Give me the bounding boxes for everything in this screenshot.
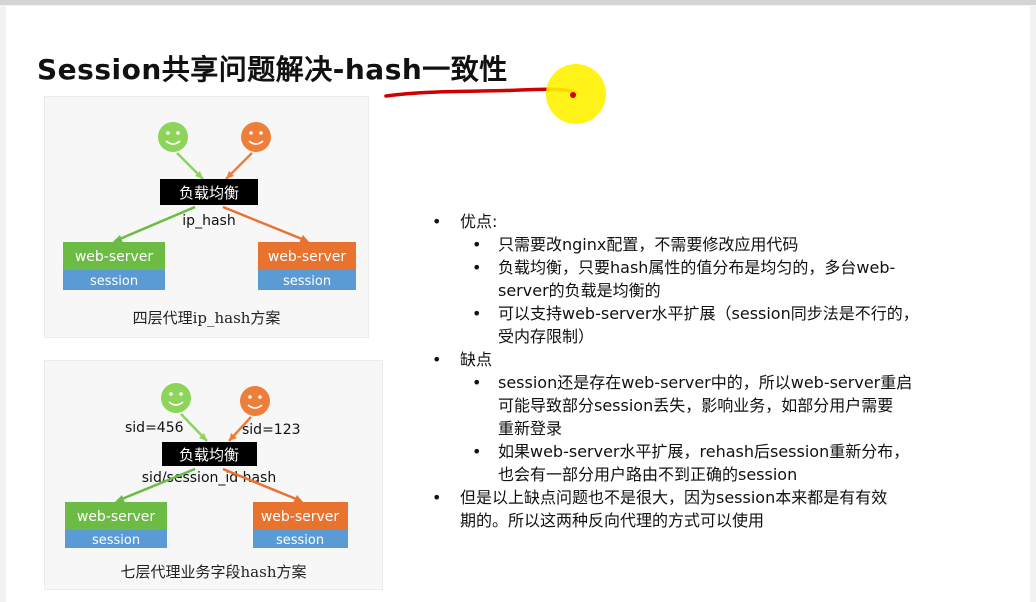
session-box — [253, 530, 348, 548]
web-server-label: web-server — [75, 249, 154, 265]
list-item: •负载均衡，只要hash属性的值分布是均匀的，多台web-server的负载是均… — [472, 258, 896, 300]
pros-item-line: 只需要改nginx配置，不需要修改应用代码 — [498, 235, 799, 254]
user-face-icon — [161, 383, 191, 413]
cons-item-line: 可能导致部分session丢失，影响业务，如部分用户需要 — [498, 396, 894, 415]
list-item: •session还是存在web-server中的，所以web-server重启可… — [472, 373, 913, 438]
list-item: •只需要改nginx配置，不需要修改应用代码 — [472, 235, 799, 254]
cons-item-line: session还是存在web-server中的，所以web-server重启 — [498, 373, 913, 392]
conclusion-line: 期的。所以这两种反向代理的方式可以使用 — [460, 511, 765, 530]
conclusion-line: 但是以上缺点问题也不是很大，因为session本来都是有有效 — [460, 488, 888, 507]
hash-method-label: ip_hash — [182, 213, 235, 229]
web-server-box — [65, 502, 167, 530]
pros-item-line: 受内存限制） — [498, 327, 595, 346]
web-server-label: web-server — [261, 509, 340, 525]
web-server-box — [63, 242, 165, 270]
user-face-icon — [158, 122, 188, 152]
list-item: •如果web-server水平扩展，rehash后session重新分布，也会有… — [472, 442, 910, 484]
bullet-conclusion: •但是以上缺点问题也不是很大，因为session本来都是有有效期的。所以这两种反… — [432, 488, 888, 530]
pros-item-line: 可以支持web-server水平扩展（session同步法是不行的， — [498, 304, 919, 323]
load-balancer-label: 负载均衡 — [179, 446, 239, 464]
session-box — [258, 270, 356, 290]
diagram-session-hash: sid=456 sid=123 负载均衡 sid/session_id hash… — [44, 360, 383, 590]
load-balancer-box — [160, 179, 258, 205]
diagram-caption: 四层代理ip_hash方案 — [132, 309, 281, 327]
bullet-pros: •优点: — [432, 212, 498, 231]
diagram-caption: 七层代理业务字段hash方案 — [120, 563, 307, 581]
user-face-icon — [241, 122, 271, 152]
diagram-ip-hash: 负载均衡 ip_hash web-server session web-serv… — [44, 96, 369, 338]
laser-pointer-highlight — [546, 64, 606, 124]
window-top-strip — [0, 0, 1036, 5]
sid-label: sid=456 — [125, 420, 184, 436]
session-label: session — [283, 274, 331, 289]
session-box — [63, 270, 165, 290]
hash-method-label: sid/session_id hash — [142, 470, 276, 486]
session-label: session — [90, 274, 138, 289]
cons-title: 缺点 — [460, 350, 493, 369]
bullet-list: •优点: •只需要改nginx配置，不需要修改应用代码 •负载均衡，只要hash… — [424, 210, 1004, 532]
pros-title: 优点: — [460, 212, 498, 231]
pros-item-line: server的负载是均衡的 — [498, 281, 661, 300]
sid-label: sid=123 — [242, 422, 301, 438]
load-balancer-label: 负载均衡 — [179, 184, 239, 202]
web-server-box — [258, 242, 356, 270]
web-server-label: web-server — [268, 249, 347, 265]
laser-pointer-dot — [570, 92, 576, 98]
user-face-icon — [240, 386, 270, 416]
web-server-box — [253, 502, 348, 530]
diagram-ip-hash-canvas: 负载均衡 ip_hash web-server session web-serv… — [63, 122, 356, 290]
pros-item-line: 负载均衡，只要hash属性的值分布是均匀的，多台web- — [498, 258, 896, 277]
web-server-label: web-server — [77, 509, 156, 525]
session-box — [65, 530, 167, 548]
cons-item-line: 重新登录 — [498, 419, 563, 438]
diagram-session-hash-canvas: sid=456 sid=123 负载均衡 sid/session_id hash… — [65, 383, 348, 548]
slide-title: Session共享问题解决-hash一致性 — [37, 53, 508, 86]
load-balancer-box — [162, 442, 257, 466]
list-item: •可以支持web-server水平扩展（session同步法是不行的，受内存限制… — [472, 304, 919, 346]
session-label: session — [92, 533, 140, 548]
cons-item-line: 如果web-server水平扩展，rehash后session重新分布， — [498, 442, 910, 461]
bullet-cons: •缺点 — [432, 350, 493, 369]
session-label: session — [276, 533, 324, 548]
cons-item-line: 也会有一部分用户路由不到正确的session — [498, 465, 798, 484]
